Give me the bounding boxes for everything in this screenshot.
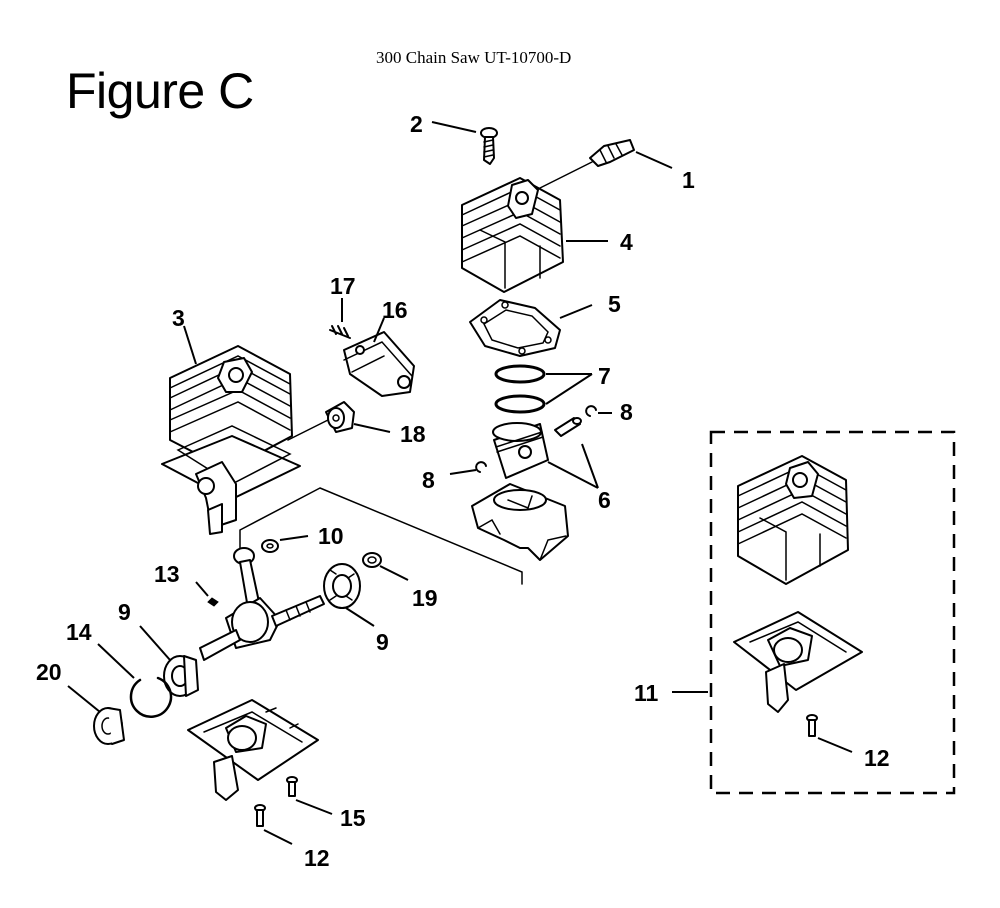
bearing-icon xyxy=(163,655,199,697)
callout-12b: 12 xyxy=(304,845,330,871)
bearing-icon xyxy=(323,563,361,609)
figure-title: Figure C xyxy=(66,63,254,119)
leader-9b xyxy=(345,607,375,627)
cylinder-icon xyxy=(161,345,301,535)
circlip-icon xyxy=(475,461,487,473)
screw-icon xyxy=(480,127,498,165)
snap-ring-icon xyxy=(129,676,173,718)
washer-icon xyxy=(362,552,382,568)
leader-19 xyxy=(379,565,409,581)
callout-1: 1 xyxy=(682,167,695,193)
circlip-icon xyxy=(585,405,597,417)
assembly-line xyxy=(239,487,523,585)
callout-8b: 8 xyxy=(422,467,435,493)
leader-5 xyxy=(559,304,593,319)
callout-6: 6 xyxy=(598,487,611,513)
leader-16 xyxy=(373,317,385,343)
washer-icon xyxy=(261,539,279,553)
leader-20 xyxy=(67,685,101,713)
cylinder-icon xyxy=(737,455,849,585)
seal-icon xyxy=(93,707,125,745)
leader-12a xyxy=(817,737,853,753)
crankcase-icon xyxy=(471,483,569,561)
piston-rings-icon xyxy=(494,364,546,414)
callout-18: 18 xyxy=(400,421,426,447)
callout-2: 2 xyxy=(410,111,423,137)
callout-19: 19 xyxy=(412,585,438,611)
callout-16: 16 xyxy=(382,297,408,323)
crankshaft-icon xyxy=(199,547,325,661)
leader-7 xyxy=(545,373,593,405)
pin-icon xyxy=(207,597,219,607)
kit-dashed-box xyxy=(709,430,956,795)
muffler-icon xyxy=(343,331,415,397)
callout-5: 5 xyxy=(608,291,621,317)
callout-13: 13 xyxy=(154,561,180,587)
callout-14: 14 xyxy=(66,619,92,645)
callout-9b: 9 xyxy=(376,629,389,655)
callout-11: 11 xyxy=(634,680,659,706)
screw-icon xyxy=(254,804,266,827)
piston-icon xyxy=(492,422,549,479)
callout-3: 3 xyxy=(172,305,185,331)
callout-20: 20 xyxy=(36,659,62,685)
document-title: 300 Chain Saw UT-10700-D xyxy=(376,48,572,67)
leader-12b xyxy=(263,829,293,845)
callout-12a: 12 xyxy=(864,745,890,771)
leader-13 xyxy=(195,581,209,597)
leader-2 xyxy=(431,121,477,133)
spring-icon xyxy=(329,325,351,339)
screw-icon xyxy=(286,776,298,797)
leader-3 xyxy=(183,325,197,365)
cylinder-icon xyxy=(461,177,564,293)
piston-pin-icon xyxy=(554,417,582,437)
bushing-icon xyxy=(287,401,355,441)
leader-6 xyxy=(547,443,599,489)
screw-icon xyxy=(806,714,818,737)
leader-14 xyxy=(97,643,135,679)
leader-8b xyxy=(449,469,477,475)
callout-8a: 8 xyxy=(620,399,633,425)
gasket-icon xyxy=(469,299,561,357)
crankcase-icon xyxy=(187,699,319,801)
leader-1 xyxy=(635,151,673,169)
callout-10: 10 xyxy=(318,523,344,549)
callout-17: 17 xyxy=(330,273,356,299)
callout-7: 7 xyxy=(598,363,611,389)
callout-15: 15 xyxy=(340,805,366,831)
callout-4: 4 xyxy=(620,229,633,255)
leader-10 xyxy=(279,535,309,541)
leader-18 xyxy=(353,423,391,433)
leader-15 xyxy=(295,799,333,815)
leader-9a xyxy=(139,625,171,661)
crankcase-icon xyxy=(733,611,863,713)
callout-9a: 9 xyxy=(118,599,131,625)
